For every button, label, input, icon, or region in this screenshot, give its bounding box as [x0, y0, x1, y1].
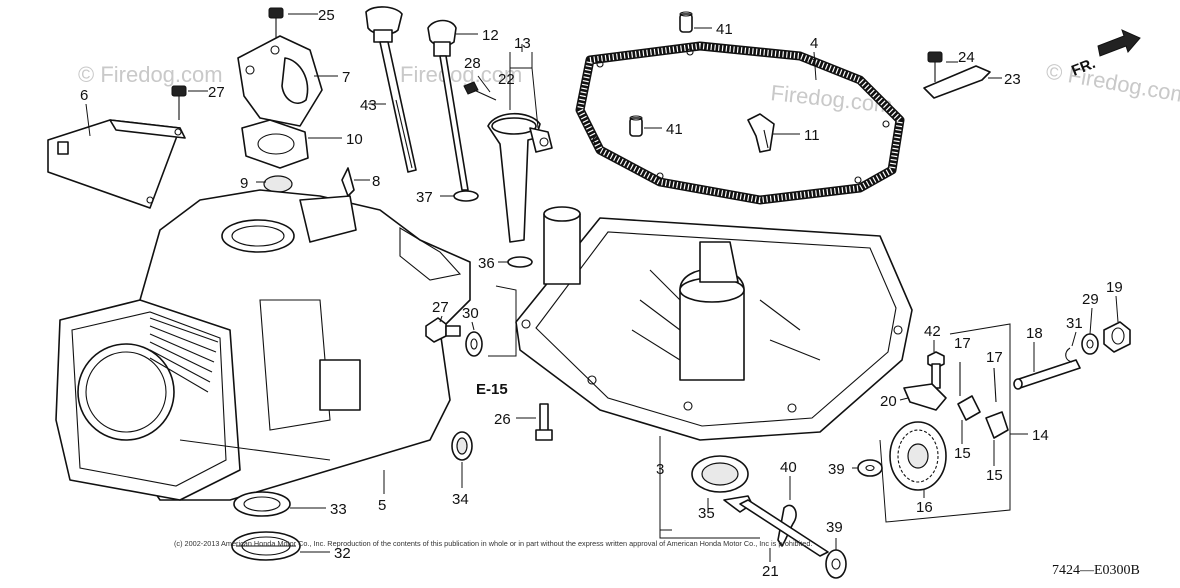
part-14-group-outline — [879, 323, 1011, 523]
part-number-23: 23 — [1004, 71, 1021, 88]
part-number-14: 14 — [1032, 427, 1049, 444]
part-19-plate — [903, 383, 947, 411]
part-36-oil-seal — [691, 455, 749, 493]
part-number-13: 13 — [514, 35, 531, 52]
part-25-bolt — [268, 7, 284, 40]
part-16-governor-gear — [889, 421, 947, 491]
part-22-filler-tube — [487, 113, 553, 243]
reference-label: E-15 — [476, 381, 508, 398]
part-number-31: 30 — [462, 305, 479, 322]
part-33-bearing — [231, 531, 301, 561]
part-12-cap — [427, 19, 469, 191]
watermark-left: © Firedog.com — [78, 62, 223, 87]
part-number-36: 35 — [698, 505, 715, 522]
diagram-code: 7424—E0300B — [1052, 563, 1140, 578]
part-7-cover — [237, 35, 323, 127]
part-number-9: 9 — [240, 175, 248, 192]
part-9-plug — [263, 175, 293, 193]
part-number-34: 33 — [330, 501, 347, 518]
part-number-41-upper: 41 — [716, 21, 733, 38]
part-number-10: 10 — [346, 131, 363, 148]
part-37-o-ring — [507, 256, 533, 268]
part-number-3: 3 — [656, 461, 664, 478]
part-number-12: 12 — [482, 27, 499, 44]
part-number-labels: 25 27 6 7 10 9 8 12 43 13 28 22 37 36 41… — [80, 7, 1123, 580]
part-number-18: 18 — [1026, 325, 1043, 342]
part-41-dowel-upper — [679, 11, 693, 33]
part-17-pin-right — [993, 367, 997, 403]
part-number-8: 8 — [372, 173, 380, 190]
part-30-washer — [1081, 333, 1099, 355]
part-18-shaft — [1013, 359, 1081, 390]
part-15-weight-right — [985, 411, 1009, 439]
part-10-gasket — [241, 119, 309, 169]
part-42-bolt — [927, 351, 945, 389]
part-41-dowel-lower — [629, 115, 643, 137]
front-direction-arrow: FR. — [1069, 29, 1141, 80]
part-number-19: 20 — [880, 393, 897, 410]
part-20-collar — [1103, 321, 1131, 353]
part-number-35: 34 — [452, 491, 469, 508]
part-number-7: 7 — [342, 69, 350, 86]
part-number-32: 31 — [1066, 315, 1083, 332]
part-31-washer — [465, 331, 483, 357]
part-number-21: 21 — [762, 563, 779, 580]
part-32-clip — [1065, 347, 1073, 363]
part-28-bolt — [171, 85, 187, 120]
part-4-gasket — [575, 41, 905, 205]
part-number-6: 6 — [80, 87, 88, 104]
part-number-42: 42 — [924, 323, 941, 340]
part-5-crankcase — [55, 189, 471, 501]
part-43-dipstick — [365, 6, 417, 173]
part-26-bolt — [535, 403, 553, 441]
part-number-24: 24 — [958, 49, 975, 66]
part-23-plate — [923, 65, 991, 99]
part-39-washer-upper — [857, 459, 883, 477]
part-number-25: 25 — [318, 7, 335, 24]
part-number-11: 11 — [804, 127, 820, 144]
part-number-5: 5 — [378, 497, 386, 514]
part-number-39-lower: 39 — [826, 519, 843, 536]
part-39-washer-lower — [825, 549, 847, 579]
part-38-o-ring — [453, 190, 479, 202]
part-34-oil-seal — [233, 491, 291, 517]
part-number-40: 40 — [780, 459, 797, 476]
part-number-26: 26 — [494, 411, 511, 428]
part-number-17-left: 17 — [954, 335, 971, 352]
copyright-text: (c) 2002-2013 American Honda Motor Co., … — [174, 539, 812, 548]
part-number-22: 22 — [498, 71, 515, 88]
part-27-bolt — [463, 81, 497, 101]
part-number-27: 28 — [464, 55, 481, 72]
part-number-16: 16 — [916, 499, 933, 516]
part-6-bracket — [47, 119, 186, 209]
leader-lines — [85, 13, 1119, 562]
part-21-shaft — [723, 495, 829, 557]
part-35-seal — [451, 431, 473, 461]
part-number-4: 4 — [810, 35, 818, 52]
part-number-39-upper: 39 — [828, 461, 845, 478]
part-number-43: 43 — [360, 97, 377, 114]
part-15-weight-left — [957, 395, 981, 421]
part-24-bolt — [927, 51, 943, 82]
part-number-41-lower: 41 — [666, 121, 683, 138]
part-number-15-left: 15 — [954, 445, 971, 462]
part-number-30: 29 — [1082, 291, 1099, 308]
watermark-far-right: © Firedog.com — [1044, 58, 1180, 108]
part-number-33: 32 — [334, 545, 351, 562]
part-number-20: 19 — [1106, 279, 1123, 296]
part-11-clip — [747, 113, 775, 153]
part-29-bolt — [425, 317, 461, 343]
part-number-15-right: 15 — [986, 467, 1003, 484]
part-3-oil-pan — [515, 206, 913, 441]
watermark-center: Firedog.com — [400, 62, 522, 87]
part-number-28: 27 — [208, 84, 225, 101]
part-number-38: 37 — [416, 189, 433, 206]
part-number-17-right: 17 — [986, 349, 1003, 366]
part-number-37: 36 — [478, 255, 495, 272]
part-8-clip — [341, 167, 355, 197]
part-number-29: 27 — [432, 299, 449, 316]
